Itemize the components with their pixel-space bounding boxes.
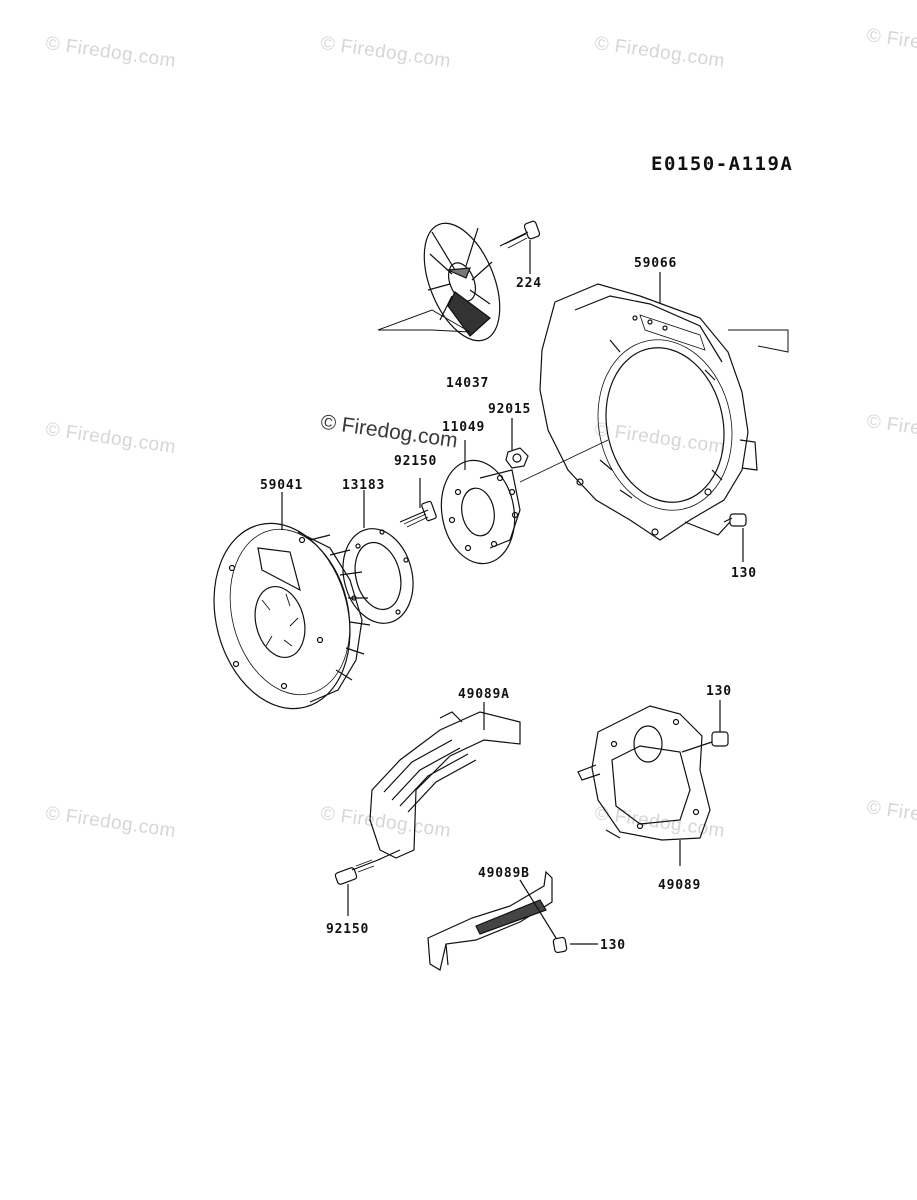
baffle-49089B — [427, 870, 557, 971]
cover-49089 — [577, 705, 711, 866]
part-label-49089A[interactable]: 49089A — [458, 687, 510, 702]
section-line-left — [377, 309, 471, 333]
part-label-92015[interactable]: 92015 — [488, 402, 532, 417]
part-label-59066[interactable]: 59066 — [634, 256, 678, 271]
baffle-49089A — [369, 702, 521, 859]
part-label-11049[interactable]: 11049 — [442, 420, 486, 435]
bolt-130-bottom — [552, 936, 598, 954]
part-label-92150-bottom[interactable]: 92150 — [326, 922, 370, 937]
part-label-14037[interactable]: 14037 — [446, 376, 490, 391]
part-label-224[interactable]: 224 — [516, 276, 542, 291]
part-label-130-right[interactable]: 130 — [731, 566, 757, 581]
cooling-fan-14037 — [423, 222, 501, 342]
hub-11049 — [440, 439, 609, 565]
plate-13183 — [342, 490, 414, 624]
flywheel-59041 — [213, 492, 371, 710]
diagram-code: E0150-A119A — [651, 153, 794, 175]
section-line-right — [728, 329, 789, 353]
nut-92015 — [505, 418, 529, 469]
part-label-130-bottom[interactable]: 130 — [600, 938, 626, 953]
part-label-49089B[interactable]: 49089B — [478, 866, 530, 881]
part-label-13183[interactable]: 13183 — [342, 478, 386, 493]
fan-housing-59066 — [539, 272, 758, 541]
bolt-130-right — [684, 513, 747, 562]
part-label-92150-top[interactable]: 92150 — [394, 454, 438, 469]
bolt-130-mid — [681, 700, 729, 753]
bolt-92150-top — [399, 478, 437, 528]
part-label-49089[interactable]: 49089 — [658, 878, 702, 893]
part-label-59041[interactable]: 59041 — [260, 478, 304, 493]
part-label-130-mid[interactable]: 130 — [706, 684, 732, 699]
bolt-92150-bottom — [334, 849, 401, 916]
bolt-224 — [499, 220, 541, 274]
